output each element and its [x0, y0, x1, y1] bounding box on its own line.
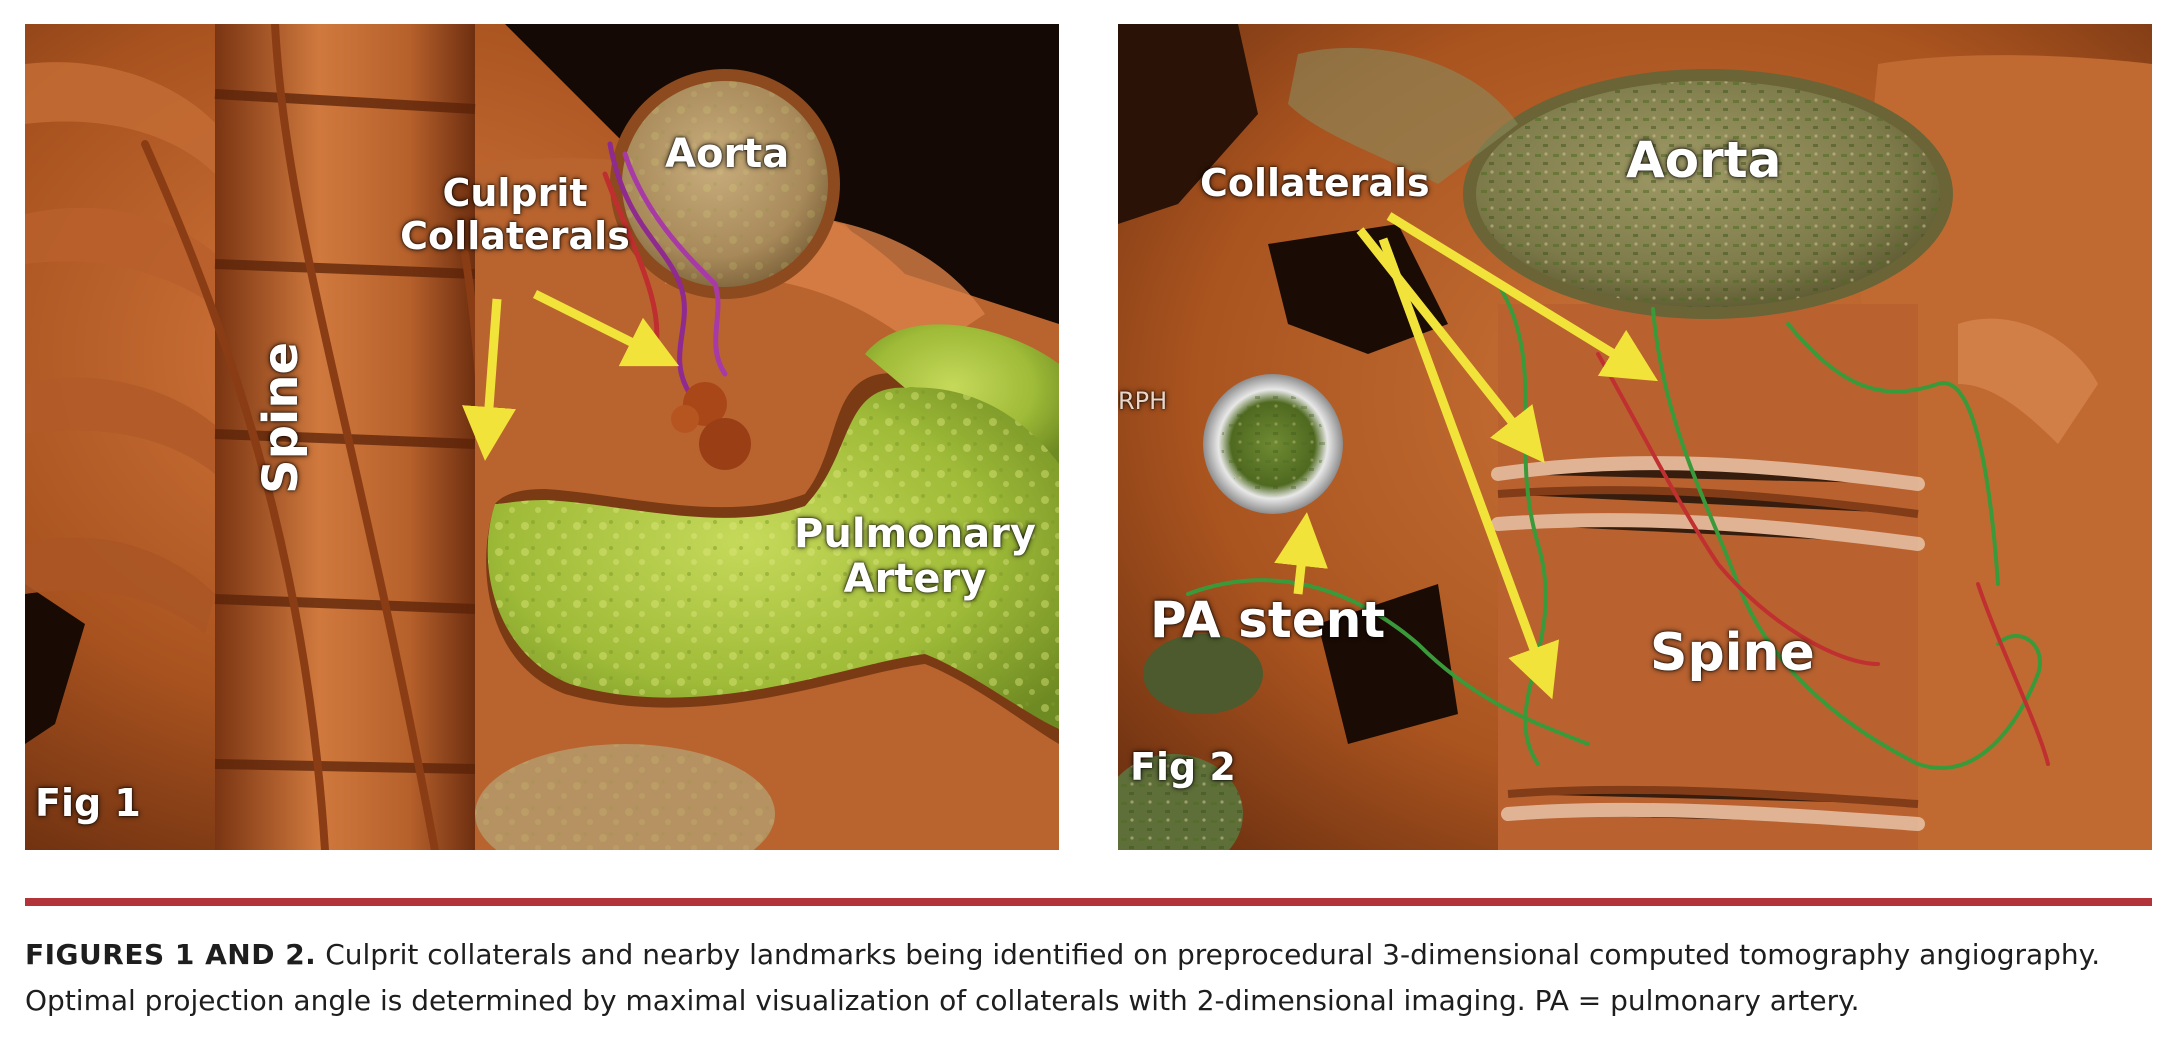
aorta-label-fig2: Aorta [1626, 131, 1782, 189]
pulmonary-label-line1: Pulmonary [794, 511, 1036, 557]
collaterals-label: Collaterals [1200, 161, 1430, 205]
figure-1-render [25, 24, 1059, 850]
culprit-label-line2: Collaterals [400, 213, 630, 258]
pa-stent-label: PA stent [1150, 591, 1386, 649]
pulmonary-artery-label: Pulmonary Artery [765, 512, 1059, 602]
culprit-collaterals-label: Culprit Collaterals [380, 172, 650, 257]
caption-lead: FIGURES 1 AND 2. [25, 938, 317, 971]
pulmonary-label-line2: Artery [843, 555, 987, 602]
figure-caption: FIGURES 1 AND 2. Culprit collaterals and… [25, 932, 2152, 1024]
spine-label-fig2: Spine [1650, 623, 1815, 683]
spine-label: Spine [253, 341, 309, 494]
figure-2-render [1118, 24, 2152, 850]
fig2-panel-label: Fig 2 [1130, 745, 1236, 789]
caption-divider [25, 898, 2152, 906]
aorta-label: Aorta [665, 131, 790, 177]
culprit-label-line1: Culprit [442, 171, 588, 215]
fig1-panel-label: Fig 1 [35, 781, 141, 825]
figure-2-panel: Collaterals Aorta PA stent Spine RPH Fig… [1118, 24, 2152, 850]
figure-1-panel: Aorta Culprit Collaterals Spine Pulmonar… [25, 24, 1059, 850]
caption-text: Culprit collaterals and nearby landmarks… [25, 938, 2101, 1017]
rph-marker-text: RPH [1118, 387, 1168, 415]
